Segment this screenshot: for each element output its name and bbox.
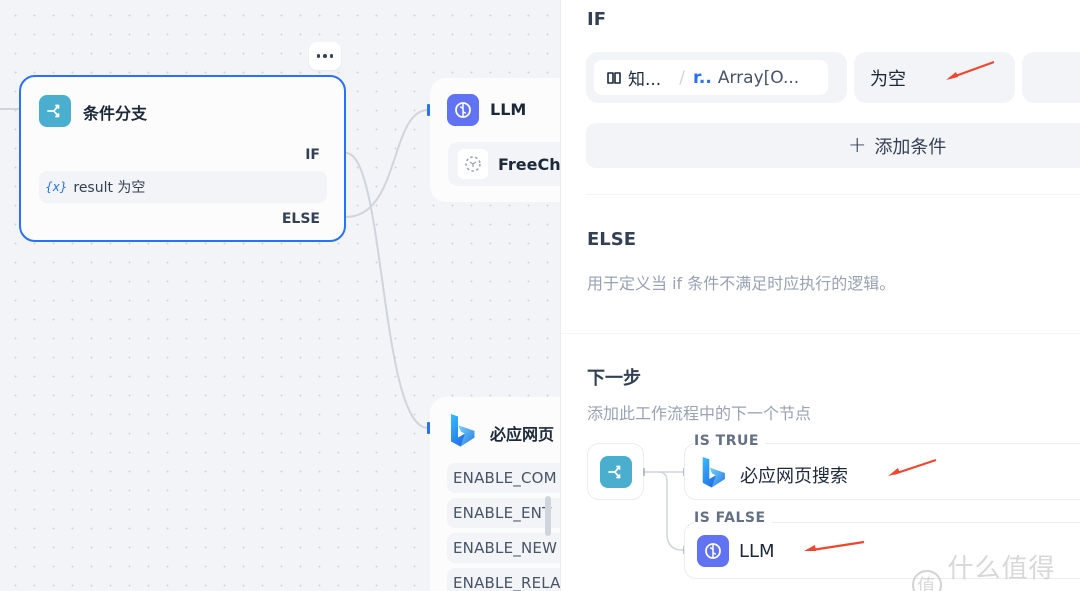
more-options-button[interactable] (309, 42, 341, 70)
node-scrollbar[interactable] (545, 496, 551, 536)
condition-node[interactable]: 条件分支 IF {x} result 为空 ELSE (19, 75, 346, 242)
book-icon (607, 71, 621, 84)
bing-icon (451, 414, 475, 447)
next-node-label: 必应网页搜索 (740, 466, 848, 487)
brain-icon (697, 535, 729, 567)
workflow-canvas[interactable]: 条件分支 IF {x} result 为空 ELSE LLM FreeCha (0, 0, 560, 591)
divider (561, 333, 1080, 334)
condition-variable-box: 知... / r.. Array[O... (586, 52, 847, 103)
current-node-badge (587, 443, 644, 500)
edge-else-to-llm (345, 109, 429, 218)
dot-icon (323, 54, 327, 58)
add-condition-button[interactable]: + 添加条件 (586, 123, 1080, 168)
next-step-title: 下一步 (587, 368, 641, 389)
node-title: LLM (490, 100, 527, 119)
next-node-label: LLM (739, 541, 775, 562)
if-section-title: IF (587, 9, 606, 30)
bing-input-handle[interactable] (427, 422, 430, 434)
else-branch-label: ELSE (281, 211, 320, 227)
model-name: FreeCha (498, 154, 560, 174)
branch-icon (599, 455, 632, 488)
param-row[interactable]: ENABLE_RELA (447, 568, 560, 591)
operator-select[interactable]: 为空 (854, 52, 1015, 103)
else-section-title: ELSE (587, 229, 637, 250)
next-node-false[interactable]: LLM (684, 522, 1080, 579)
condition-text: result 为空 (73, 180, 146, 196)
llm-node[interactable]: LLM FreeCha (430, 78, 560, 202)
next-step-description: 添加此工作流程中的下一个节点 (587, 404, 812, 423)
watermark: 值 什么值得买 (912, 548, 1080, 591)
dot-icon (316, 54, 321, 58)
watermark-text: 什么值得买 (947, 554, 1056, 584)
node-title: 必应网页 (490, 425, 555, 444)
branch-icon (39, 95, 71, 127)
if-branch-label: IF (305, 147, 320, 163)
value-input[interactable] (1022, 52, 1080, 103)
path-separator: / (679, 67, 685, 88)
variable-icon: {x} (45, 180, 68, 194)
llm-input-handle[interactable] (427, 104, 430, 116)
divider (586, 194, 1080, 195)
bing-search-node[interactable]: 必应网页 ENABLE_COM ENABLE_ENT ENABLE_NEW EN… (430, 397, 560, 591)
node-config-panel: IF 知... / r.. Array[O... 为空 + 添加条件 ELSE … (560, 0, 1080, 591)
variable-type: Array[O... (717, 67, 800, 88)
dot-icon (329, 54, 334, 58)
is-false-tag: IS FALSE (694, 510, 772, 526)
node-title: 条件分支 (83, 104, 148, 123)
param-row[interactable]: ENABLE_NEW (447, 533, 560, 563)
param-row[interactable]: ENABLE_COM (447, 463, 560, 493)
variable-selector[interactable]: 知... / r.. Array[O... (594, 60, 828, 95)
plus-icon: + (848, 133, 867, 158)
model-selector[interactable]: FreeCha (448, 142, 560, 186)
variable-name: r.. (692, 67, 712, 88)
watermark-logo: 值 (912, 570, 942, 591)
variable-source: 知... (628, 70, 662, 90)
condition-summary: {x} result 为空 (39, 171, 327, 203)
add-condition-label: 添加条件 (874, 136, 947, 158)
else-description: 用于定义当 if 条件不满足时应执行的逻辑。 (587, 274, 896, 293)
next-node-true[interactable]: 必应网页搜索 (684, 443, 1080, 500)
is-true-tag: IS TRUE (694, 433, 765, 449)
brain-icon (447, 94, 479, 126)
param-row[interactable]: ENABLE_ENT (447, 498, 560, 528)
bing-icon (702, 456, 725, 488)
operator-value: 为空 (870, 68, 906, 90)
edge-if-to-bing (345, 152, 429, 429)
model-icon (458, 149, 488, 179)
